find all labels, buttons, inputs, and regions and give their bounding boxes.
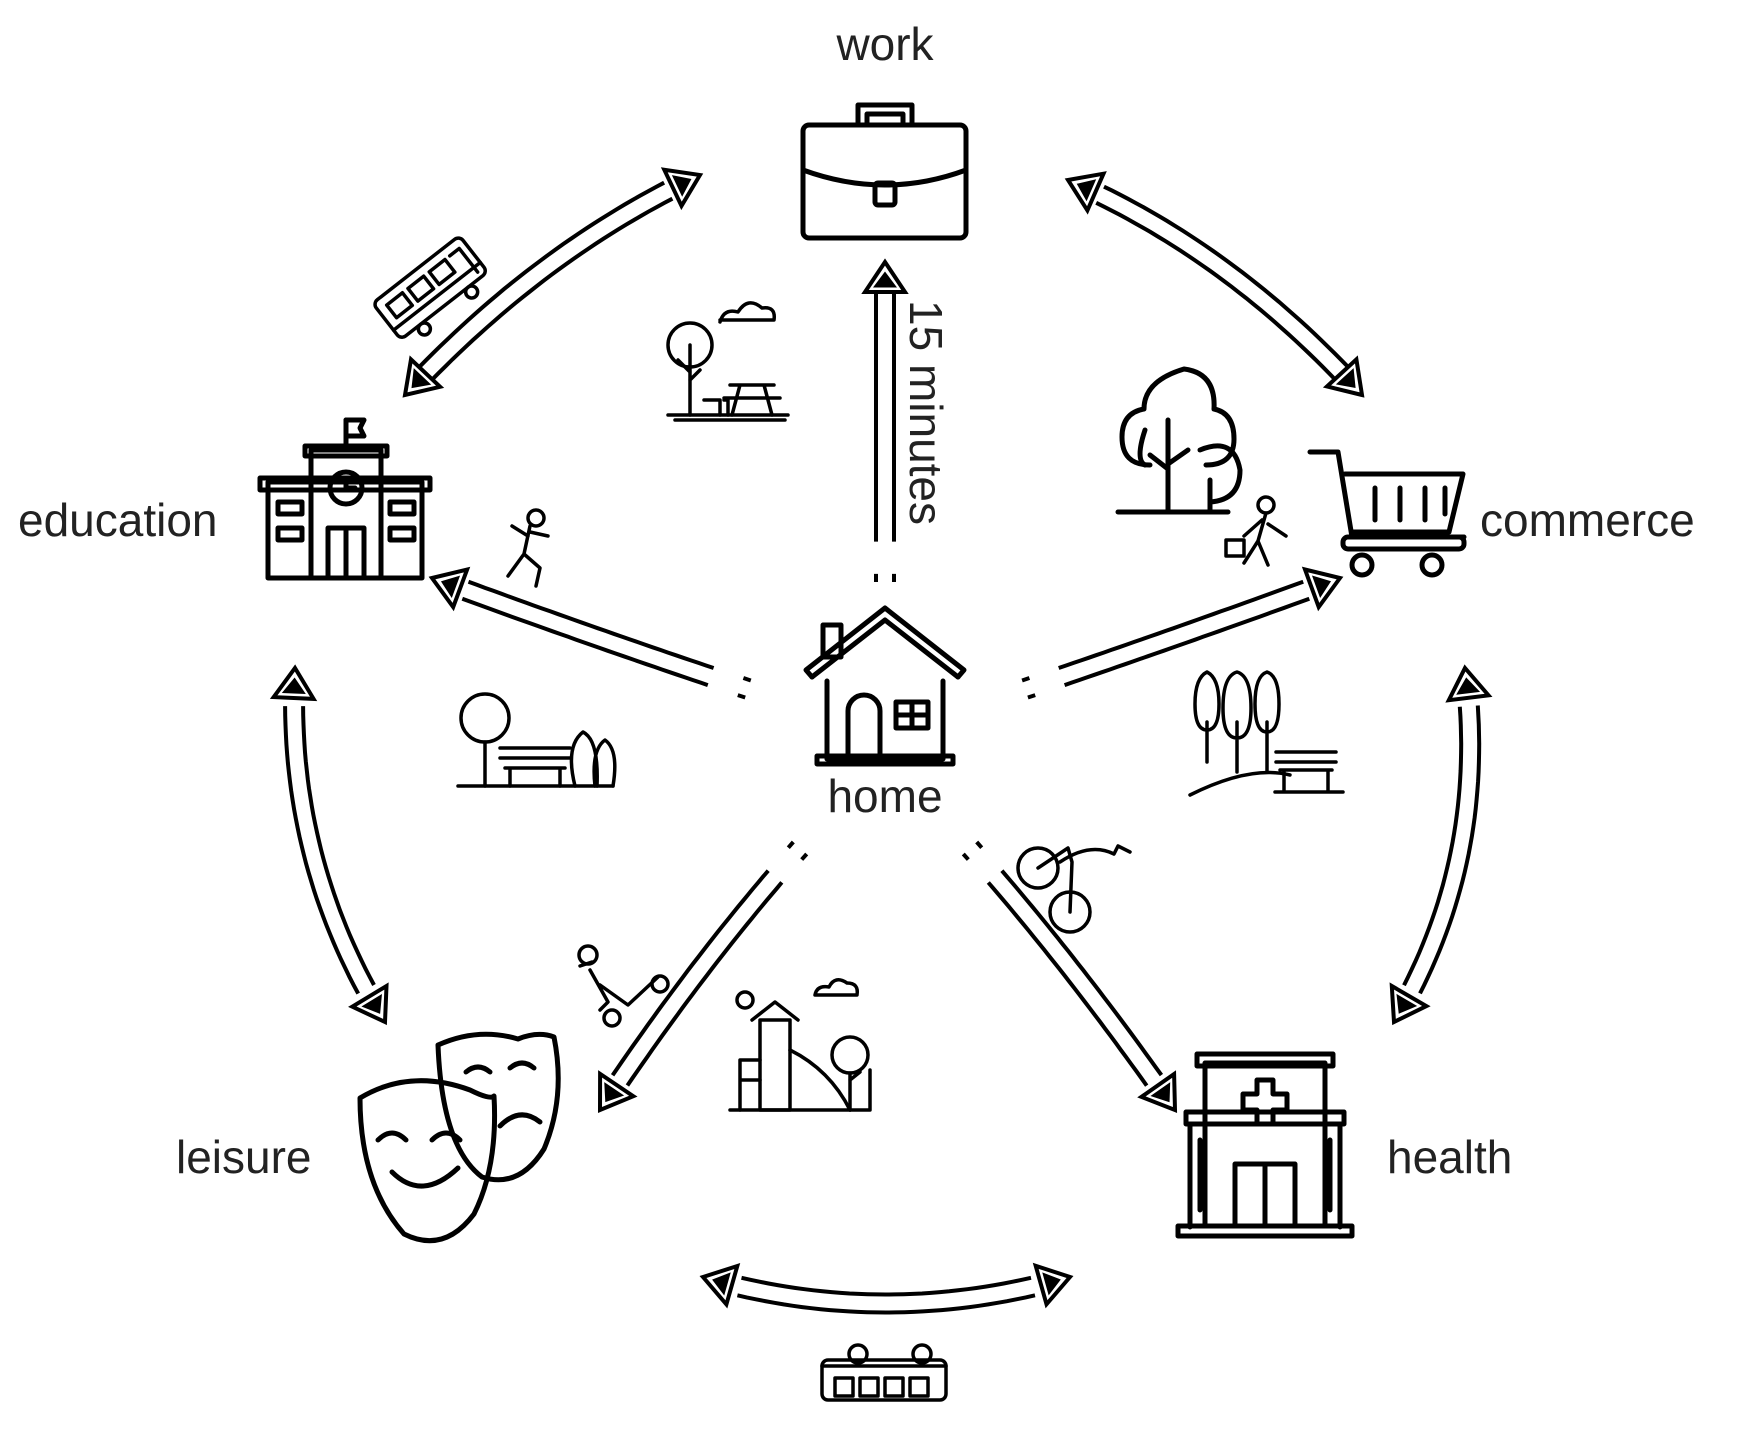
health-label: health <box>1387 1131 1512 1183</box>
tram-icon <box>373 236 487 339</box>
park-bench-icon <box>456 692 617 788</box>
shopping-cart-icon <box>1307 449 1467 578</box>
commerce-label: commerce <box>1480 494 1695 546</box>
shopper-icon <box>1224 495 1288 567</box>
theater-masks-icon <box>357 1031 561 1244</box>
bus-icon <box>820 1343 948 1402</box>
arrow-home-commerce <box>1021 566 1344 700</box>
home-label: home <box>827 770 942 822</box>
arrow-home-education <box>428 566 752 700</box>
arrow-education-work <box>402 167 704 398</box>
scooter-icon <box>577 944 670 1028</box>
work-label: work <box>835 18 934 70</box>
time-label: 15 minutes <box>900 300 952 525</box>
education-label: education <box>18 494 218 546</box>
cyclist-icon <box>1016 844 1132 934</box>
arrow-leisure-health <box>699 1262 1074 1315</box>
park-picnic-icon <box>666 301 790 422</box>
playground-icon <box>728 978 872 1112</box>
arrow-home-leisure <box>597 840 809 1113</box>
trees-bench-icon <box>1188 670 1345 797</box>
leisure-label: leisure <box>176 1131 312 1183</box>
house-icon <box>803 605 967 767</box>
runner-icon <box>506 508 550 588</box>
hospital-icon <box>1175 1051 1355 1239</box>
school-icon <box>257 417 433 581</box>
arrow-work-commerce <box>1064 171 1365 398</box>
arrow-home-work <box>861 258 909 582</box>
arrow-commerce-health <box>1389 664 1493 1026</box>
connection-arrows <box>269 167 1493 1315</box>
trees-icon <box>1115 366 1243 515</box>
arrow-home-health <box>961 840 1178 1113</box>
arrow-education-leisure <box>269 664 389 1026</box>
briefcase-icon <box>800 102 969 241</box>
